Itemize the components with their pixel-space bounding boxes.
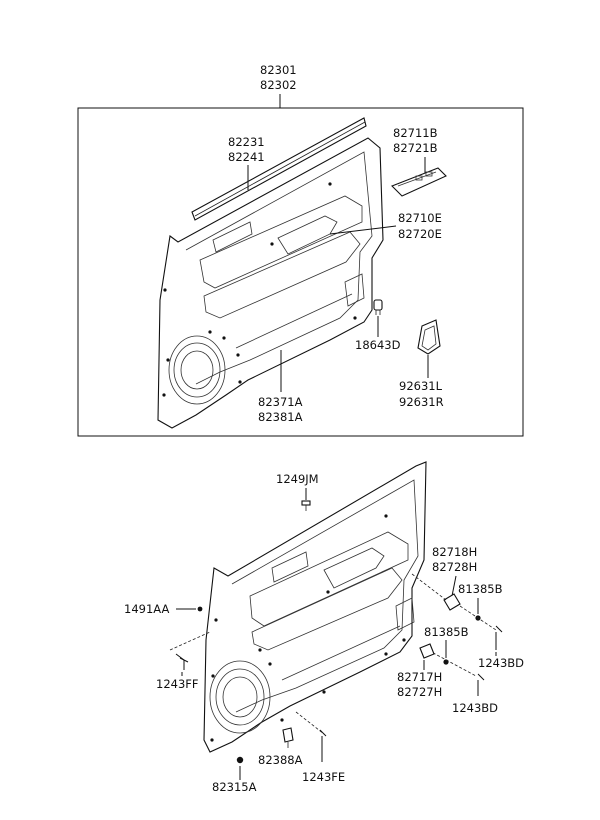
- bolt-bottom-drawing: [319, 729, 327, 762]
- weatherstrip-drawing: [191, 117, 367, 221]
- assembly-box: [77, 107, 524, 437]
- bolt-upper-drawing: [495, 625, 503, 650]
- bolt-left-drawing: [175, 653, 189, 670]
- switch-bezel-label-2: 82721B: [393, 141, 438, 155]
- retainer-drawing: [236, 756, 244, 764]
- clip-lower-label: 81385B: [424, 625, 469, 639]
- switch-bezel-label-1: 82711B: [393, 126, 438, 140]
- cover-label-2: 92631R: [399, 395, 444, 409]
- fastener-left-drawing: [197, 606, 203, 612]
- cover-drawing: [417, 319, 441, 355]
- assembly-label-1: 82301: [260, 63, 297, 77]
- clip-bottom-label: 82388A: [258, 753, 303, 767]
- bulb-drawing: [373, 299, 383, 315]
- switch-bezel-drawing: [391, 167, 447, 197]
- weatherstrip-label-2: 82241: [228, 150, 265, 164]
- bolt-lower-label: 1243BD: [452, 701, 498, 715]
- cover-label-1: 92631L: [399, 379, 443, 393]
- lower-assembly: 1249JM: [124, 461, 524, 794]
- bolt-bottom-label: 1243FE: [302, 770, 345, 784]
- screw-top-label: 1249JM: [276, 472, 319, 486]
- lower-bracket-label-2: 82727H: [397, 685, 442, 699]
- upper-assembly: 82301 82302 82231 82241: [77, 63, 524, 437]
- fastener-left-label: 1491AA: [124, 602, 169, 616]
- clip-bottom-axis: [295, 711, 325, 735]
- weatherstrip-label-1: 82231: [228, 135, 265, 149]
- panel-board-label-1: 82371A: [258, 395, 303, 409]
- bolt-lower-drawing: [477, 673, 485, 696]
- handle-bracket-label-1: 82718H: [432, 545, 477, 559]
- handle-bracket-label-2: 82728H: [432, 560, 477, 574]
- handle-bracket-leader: [451, 575, 457, 597]
- assembly-label-2: 82302: [260, 78, 297, 92]
- bolt-left-label: 1243FF: [156, 677, 199, 691]
- lower-bracket-label-1: 82717H: [397, 670, 442, 684]
- handle-trim-label-2: 82720E: [398, 227, 442, 241]
- door-panel-upper: [157, 137, 384, 429]
- fastener-left-axis: [169, 631, 211, 651]
- retainer-label: 82315A: [212, 780, 257, 794]
- clip-upper-label: 81385B: [458, 582, 503, 596]
- door-panel-lower: [203, 461, 427, 753]
- panel-board-label-2: 82381A: [258, 410, 303, 424]
- bulb-label: 18643D: [355, 338, 401, 352]
- lower-bracket-drawing: [419, 643, 435, 659]
- bracket-dash-line: [411, 573, 447, 601]
- handle-trim-leader: [329, 225, 397, 235]
- screw-top-drawing: [301, 500, 311, 511]
- clip-bottom-drawing: [282, 727, 294, 748]
- clip-upper-axis: [459, 605, 497, 631]
- bolt-upper-label: 1243BD: [478, 656, 524, 670]
- handle-bracket-drawing: [443, 593, 461, 611]
- handle-trim-label-1: 82710E: [398, 211, 442, 225]
